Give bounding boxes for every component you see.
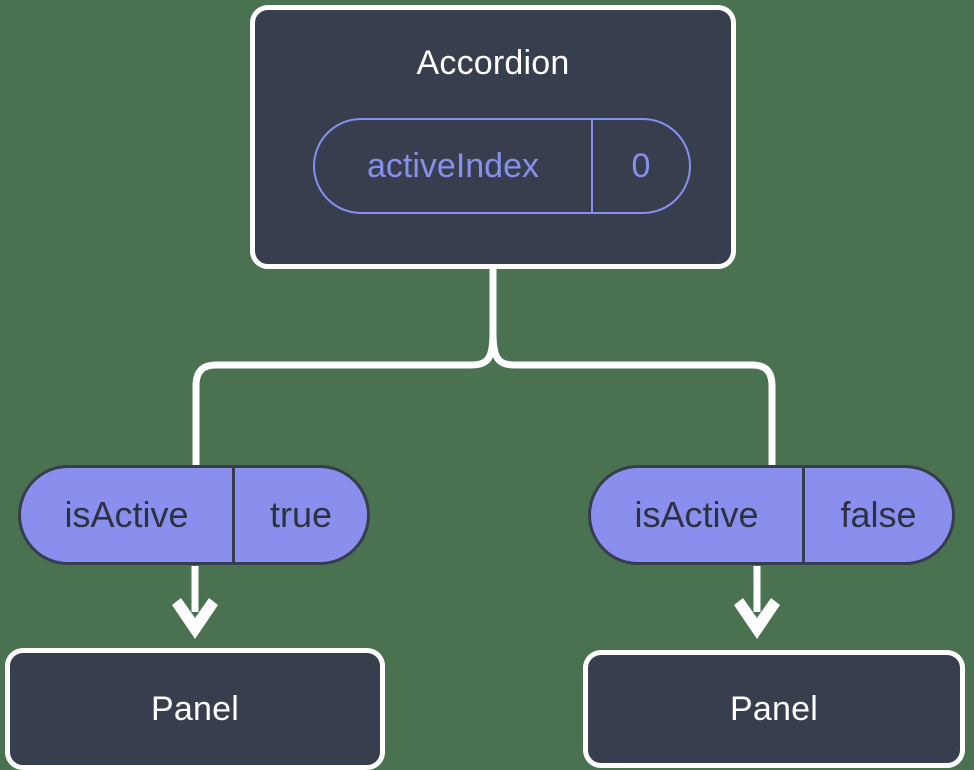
component-node-accordion[interactable]: Accordion activeIndex 0 [250,5,736,269]
prop-pill-isactive-true[interactable]: isActive true [18,465,370,565]
component-node-panel-left[interactable]: Panel [5,648,385,770]
panel-title: Panel [730,690,818,728]
prop-value-label: true [269,494,333,535]
arrow-right-pill-to-panel [734,566,780,639]
panel-title: Panel [151,690,239,728]
state-key-label: activeIndex [315,120,593,212]
prop-key-label: isActive [21,468,235,562]
prop-pill-isactive-false[interactable]: isActive false [588,465,955,565]
state-capsule-activeindex[interactable]: activeIndex 0 [313,118,691,214]
prop-value-label: false [840,494,917,535]
prop-key-label: isActive [591,468,805,562]
state-value-label: 0 [631,146,651,185]
connector-fan-left [192,332,497,465]
arrow-left-pill-to-panel [172,566,218,639]
accordion-title: Accordion [416,44,570,82]
component-node-panel-right[interactable]: Panel [583,650,965,768]
connector-fan-right [489,332,776,465]
